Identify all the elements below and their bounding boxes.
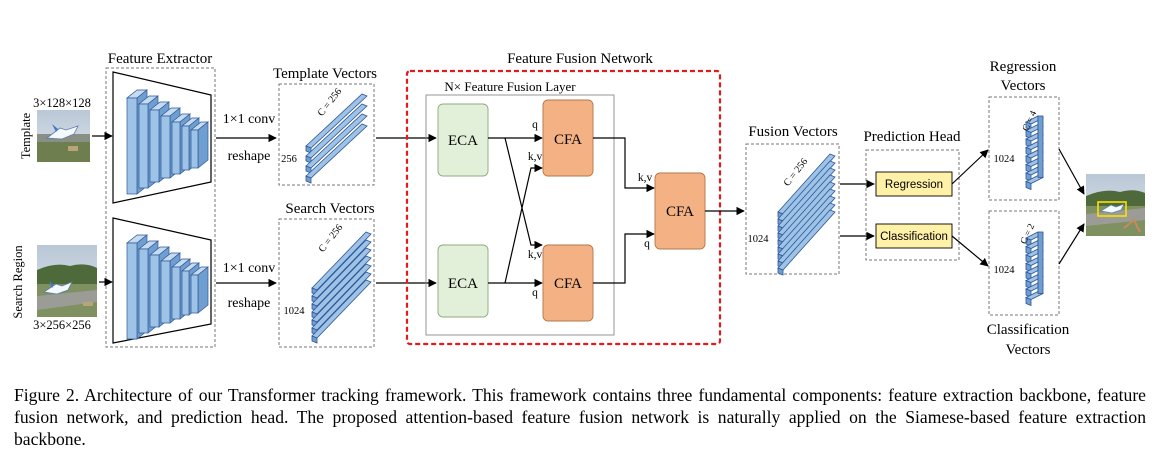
eca-bottom-label: ECA xyxy=(448,276,478,292)
q-label-final: q xyxy=(644,238,650,250)
template-image xyxy=(37,110,90,162)
classification-vectors-title-line1: Classification xyxy=(987,322,1070,338)
conv-label-bottom: 1×1 conv xyxy=(223,261,276,276)
reshape-label-top: reshape xyxy=(228,149,271,164)
output-vector-edge xyxy=(1037,231,1044,294)
cnn-layer xyxy=(138,103,149,189)
q-label-bottom: q xyxy=(532,287,538,299)
regression-vectors-title-line1: Regression xyxy=(990,59,1057,75)
search-region-label: Search Region xyxy=(11,245,25,319)
cnn-layer xyxy=(197,121,209,169)
fusion-vectors-length-label: 1024 xyxy=(748,234,770,245)
cnn-layer xyxy=(149,109,160,183)
cnn-layer xyxy=(171,266,181,320)
regression-vector-stack xyxy=(1025,115,1044,191)
architecture-diagram: 3×128×128 Template Search Region 3×256×2… xyxy=(11,51,1145,358)
cnn-layer xyxy=(160,260,171,324)
figure-caption: Figure 2. Architecture of our Transforme… xyxy=(14,385,1146,449)
regression-to-regression-vectors-arrow xyxy=(951,149,989,185)
template-vectors-title: Template Vectors xyxy=(273,66,377,82)
output-tracking-image xyxy=(1086,174,1145,236)
cnn-layer xyxy=(126,97,138,195)
output-vector xyxy=(1025,180,1032,191)
extractor-top-trapezoid xyxy=(112,71,212,204)
classification-vectors-frame xyxy=(988,210,1060,316)
cnn-layer xyxy=(160,115,171,179)
classification-box xyxy=(875,223,953,249)
cnn-layer xyxy=(181,270,190,316)
output-vector-edge xyxy=(1037,115,1044,178)
regression-vectors-to-output-arrow xyxy=(1058,148,1085,195)
prediction-head-frame xyxy=(865,149,960,261)
cnn-layers-top xyxy=(126,89,209,195)
search-size-label: 3×256×256 xyxy=(33,318,91,332)
kv-label-final: k,v xyxy=(638,172,653,184)
eca-top-to-cfa-bottom-kv-arrow xyxy=(504,137,543,250)
reshape-label-bottom: reshape xyxy=(228,296,271,311)
kv-label-bottom: k,v xyxy=(528,249,543,261)
fusion-network-frame xyxy=(405,69,722,346)
conv-label-top: 1×1 conv xyxy=(223,112,276,127)
regression-vectors-frame xyxy=(988,96,1060,201)
cnn-layer xyxy=(149,254,160,328)
feature-vector xyxy=(777,267,784,276)
eca-bottom-to-cfa-top-kv-arrow xyxy=(504,163,543,284)
fusion-layer-title: N× Feature Fusion Layer xyxy=(444,79,576,94)
template-label: Template xyxy=(19,112,33,159)
eca-top-box xyxy=(437,103,489,177)
kv-label-top: k,v xyxy=(528,151,543,163)
feature-vector xyxy=(311,335,318,344)
cnn-layers-bottom xyxy=(126,234,209,340)
classification-to-classification-vectors-arrow xyxy=(951,235,989,267)
regression-vectors-length-label: 1024 xyxy=(994,154,1016,165)
cnn-layer xyxy=(171,121,181,175)
cfa-bottom-to-cfa-final-q-arrow xyxy=(593,229,655,284)
fusion-network-title: Feature Fusion Network xyxy=(507,51,653,67)
classification-vectors-title-line2: Vectors xyxy=(1006,342,1051,358)
fusion-vectors-title: Fusion Vectors xyxy=(748,124,837,140)
fusion-vectors-frame xyxy=(745,143,840,275)
cfa-top-to-cfa-final-kv-arrow xyxy=(593,137,655,193)
feature-extractor-title: Feature Extractor xyxy=(108,51,213,67)
template-vectors-c-label: C = 256 xyxy=(316,86,345,118)
classification-label: Classification xyxy=(880,231,948,243)
template-vector-stack xyxy=(305,93,368,184)
cnn-layer xyxy=(181,125,190,171)
cfa-final-label: CFA xyxy=(666,204,694,220)
cnn-layer xyxy=(138,248,149,334)
template-vectors-frame xyxy=(278,83,375,186)
regression-box xyxy=(875,171,953,197)
cnn-layer xyxy=(126,242,138,340)
cnn-layer xyxy=(190,274,199,314)
feature-vector xyxy=(305,175,312,184)
search-vectors-length-label: 1024 xyxy=(284,306,306,317)
cfa-top-label: CFA xyxy=(554,132,582,148)
template-vectors-length-label: 256 xyxy=(281,154,297,165)
regression-vectors-title-line2: Vectors xyxy=(1001,78,1046,94)
classification-vectors-to-output-arrow xyxy=(1058,223,1085,265)
cnn-layer xyxy=(190,129,199,169)
cfa-bottom-label: CFA xyxy=(554,276,582,292)
fusion-vector-stack xyxy=(777,153,836,276)
search-vectors-title: Search Vectors xyxy=(285,201,374,217)
tracking-bounding-box xyxy=(1097,201,1127,217)
extractor-bottom-trapezoid xyxy=(112,217,212,344)
regression-label: Regression xyxy=(885,179,943,191)
prediction-head-title: Prediction Head xyxy=(863,129,961,145)
eca-top-label: ECA xyxy=(448,133,478,149)
cnn-layer xyxy=(197,266,209,314)
output-vector xyxy=(1025,296,1032,307)
feature-extractor-frame xyxy=(105,67,216,348)
search-vectors-c-label: C = 256 xyxy=(317,222,346,254)
template-size-label: 3×128×128 xyxy=(33,96,91,110)
search-vector-stack xyxy=(311,231,372,344)
classification-vector-stack xyxy=(1025,231,1044,307)
search-vectors-frame xyxy=(278,218,375,348)
fusion-layer-frame xyxy=(425,94,615,336)
eca-bottom-box xyxy=(437,244,489,318)
search-region-image xyxy=(37,245,97,317)
classification-vectors-length-label: 1024 xyxy=(994,265,1016,276)
q-label-top: q xyxy=(532,119,538,131)
